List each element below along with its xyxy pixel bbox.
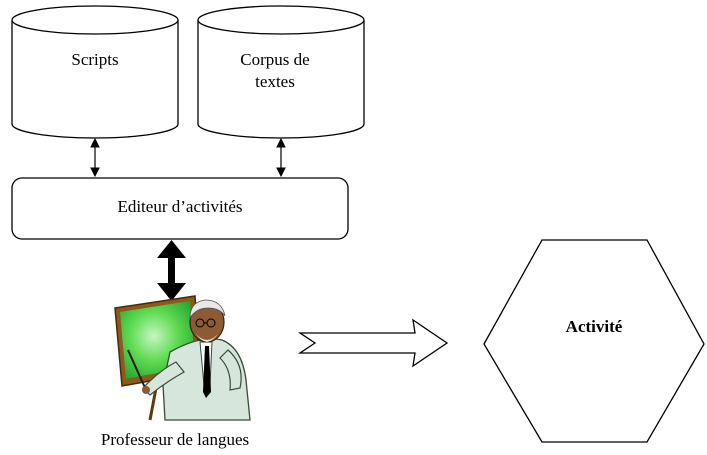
activity-label: Activité — [565, 317, 623, 336]
editor-teacher-arrow — [157, 240, 186, 301]
teacher-caption: Professeur de langues — [100, 430, 250, 449]
scripts-label: Scripts — [71, 50, 119, 69]
corpus-database — [197, 5, 365, 139]
teacher-clipart-icon — [114, 295, 251, 421]
editor-box — [11, 177, 349, 240]
activity-hexagon — [483, 239, 705, 443]
editor-label: Editeur d’activités — [117, 197, 243, 216]
flow-arrow — [297, 318, 449, 368]
corpus-label-line2: textes — [255, 72, 295, 91]
corpus-label-line1: Corpus de — [240, 50, 310, 69]
corpus-editor-arrow — [276, 137, 286, 178]
scripts-editor-arrow — [90, 137, 100, 178]
corpus-label: Corpus de textes — [200, 49, 350, 93]
scripts-database — [11, 5, 179, 139]
